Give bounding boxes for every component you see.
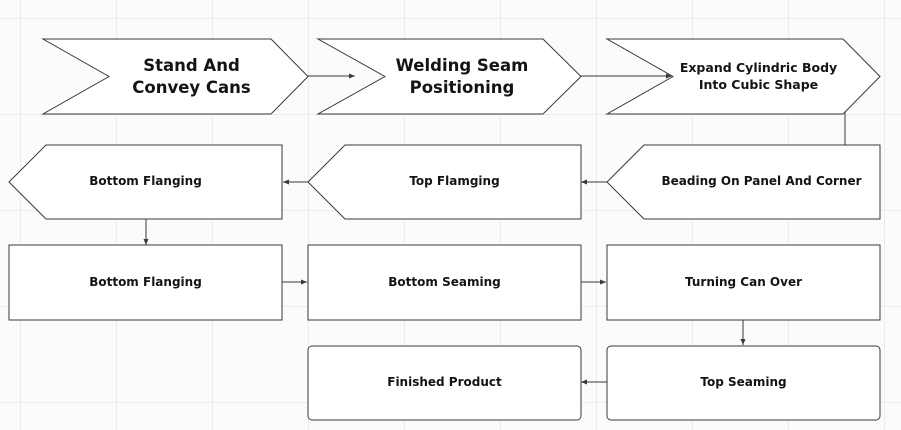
node-stand-convey-cans[interactable]: Stand And Convey Cans bbox=[41, 38, 309, 115]
node-label: Top Flamging bbox=[409, 174, 500, 189]
node-bottom-seaming[interactable]: Bottom Seaming bbox=[307, 244, 582, 321]
node-label: Finished Product bbox=[387, 375, 502, 390]
node-bottom-flanging-box[interactable]: Bottom Flanging bbox=[8, 244, 283, 321]
node-label: Expand Cylindric Body Into Cubic Shape bbox=[679, 60, 838, 92]
node-finished-product[interactable]: Finished Product bbox=[307, 345, 582, 421]
node-turning-can-over[interactable]: Turning Can Over bbox=[606, 244, 881, 321]
node-expand-cylindric-body[interactable]: Expand Cylindric Body Into Cubic Shape bbox=[605, 38, 881, 115]
node-beading-panel-corner[interactable]: Beading On Panel And Corner bbox=[606, 144, 881, 220]
node-label: Welding Seam Positioning bbox=[395, 56, 529, 97]
node-top-seaming[interactable]: Top Seaming bbox=[606, 345, 881, 421]
node-label: Bottom Seaming bbox=[388, 274, 501, 289]
node-welding-seam-positioning[interactable]: Welding Seam Positioning bbox=[316, 38, 582, 115]
node-label: Turning Can Over bbox=[685, 274, 802, 289]
node-label: Top Seaming bbox=[700, 375, 787, 390]
node-label: Stand And Convey Cans bbox=[132, 56, 251, 97]
node-label: Bottom Flanging bbox=[89, 174, 202, 189]
node-bottom-flanging-arrow[interactable]: Bottom Flanging bbox=[8, 144, 283, 220]
node-label: Bottom Flanging bbox=[89, 274, 202, 289]
node-label: Beading On Panel And Corner bbox=[661, 174, 862, 189]
node-top-flamging[interactable]: Top Flamging bbox=[307, 144, 582, 220]
